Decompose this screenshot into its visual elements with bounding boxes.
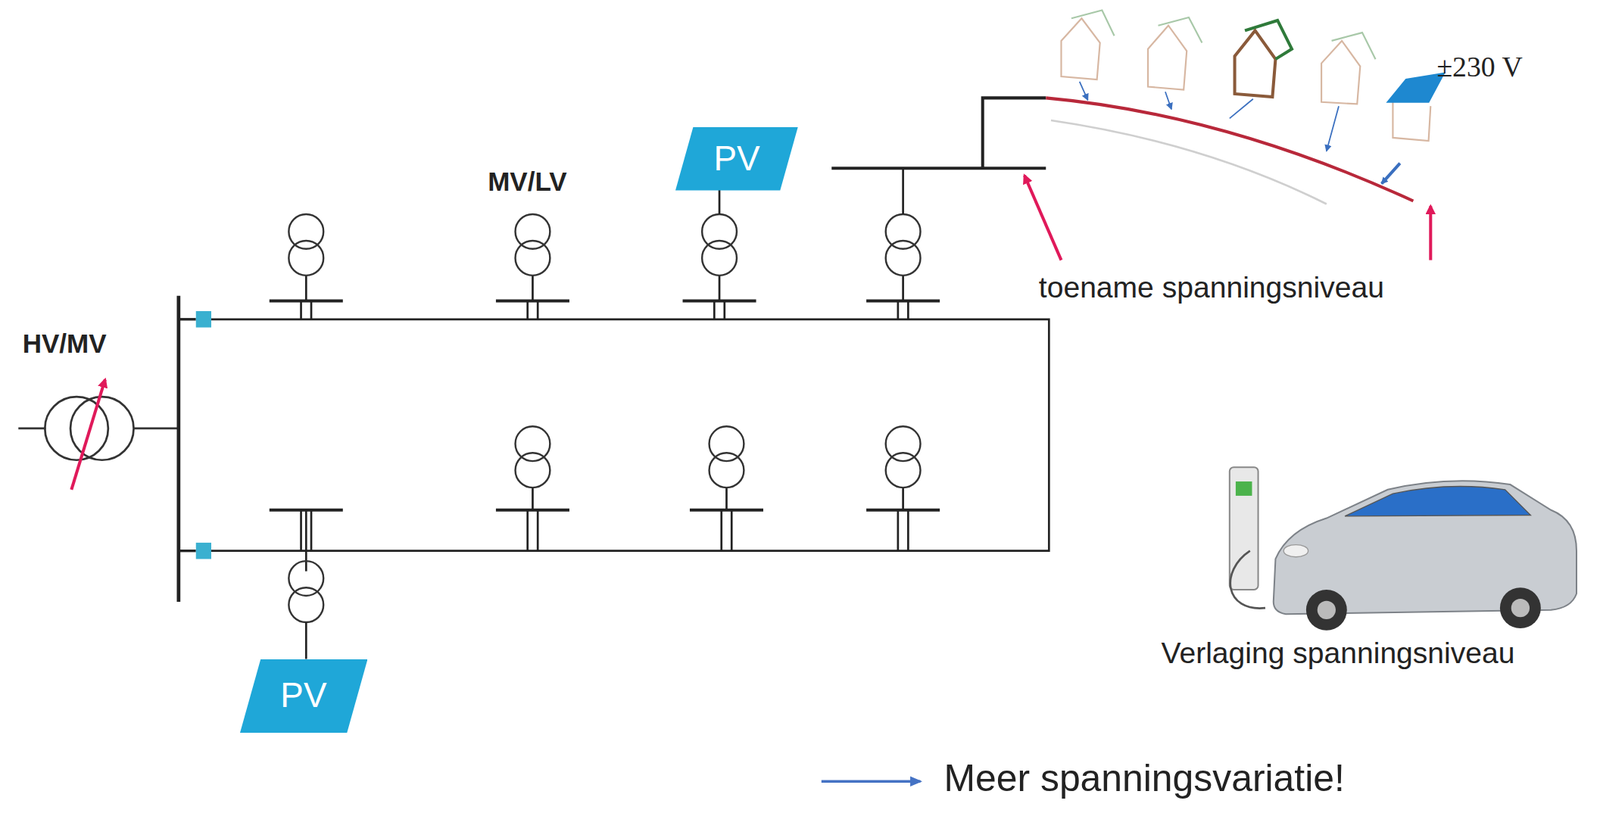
conclusion-text: Meer spanningsvariatie!: [944, 757, 1345, 801]
breaker: [196, 311, 212, 328]
substation-label: MV/LV: [487, 166, 567, 197]
substation-label: MV/LV: [487, 166, 567, 197]
annotation-text: toename spanningsniveau: [1038, 271, 1385, 306]
pv-panel: PV: [240, 659, 368, 733]
pv-shape: [240, 659, 368, 733]
pv-label: PV: [280, 676, 327, 716]
pv-shape: [675, 127, 799, 191]
substation-label: HV/MV: [22, 328, 107, 359]
voltage-label: ±230 V: [1436, 50, 1523, 83]
annotation-text: Verlaging spanningsniveau: [1161, 636, 1516, 670]
conclusion-arrow: [821, 780, 921, 783]
conclusion-text: Meer spanningsvariatie!: [944, 757, 1345, 800]
pv-panel: PV: [675, 127, 799, 191]
substation-label: HV/MV: [22, 328, 107, 359]
house-connections: [1079, 81, 1339, 152]
houses: [1060, 9, 1444, 141]
electric-car: [1229, 467, 1577, 631]
voltage-rise-arrow: [1024, 175, 1062, 261]
mv-lv-substations: [269, 97, 1046, 659]
pv-label: PV: [713, 139, 760, 179]
annotation-text: Verlaging spanningsniveau: [1161, 636, 1516, 671]
backfeed-arrow: [1381, 163, 1401, 185]
street: [1051, 120, 1327, 204]
lv-cable: [1045, 97, 1413, 201]
voltage-rise-arrow: [1428, 205, 1432, 260]
annotation-text: toename spanningsniveau: [1038, 271, 1385, 304]
tap-changer-arrow: [71, 379, 105, 490]
breaker: [196, 542, 212, 560]
mv-feeders: [178, 296, 1049, 602]
voltage-label: ±230 V: [1436, 50, 1523, 84]
